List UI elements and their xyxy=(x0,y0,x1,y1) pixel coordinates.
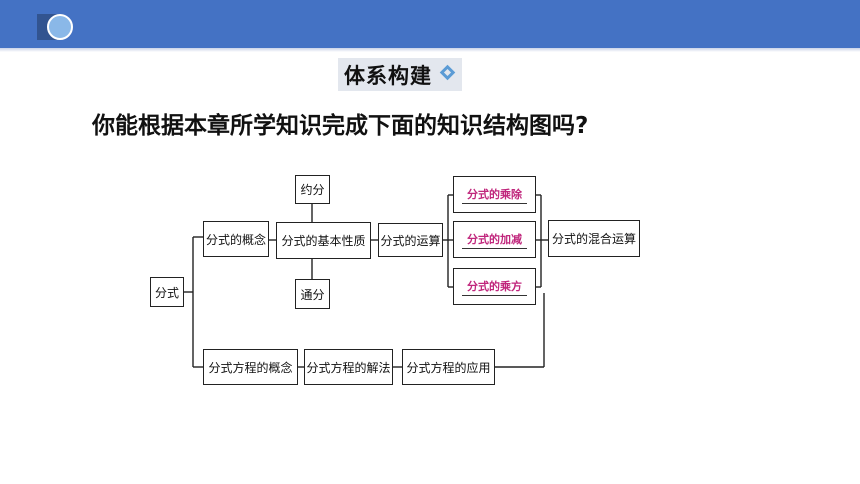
section-title: 体系构建 xyxy=(344,64,432,88)
add-sub-text: 分式的加减 xyxy=(462,231,527,249)
root-box: 分式 xyxy=(150,277,184,307)
common-denominator-box: 通分 xyxy=(295,279,330,309)
mixed-box: 分式的混合运算 xyxy=(548,220,640,257)
concept-box: 分式的概念 xyxy=(203,221,269,257)
top-banner xyxy=(0,0,860,48)
mult-div-box: 分式的乘除 xyxy=(453,176,536,213)
basic-property-box: 分式的基本性质 xyxy=(276,222,371,259)
equation-application-box: 分式方程的应用 xyxy=(402,349,495,385)
section-badge: 体系构建 xyxy=(338,58,462,91)
banner-shadow xyxy=(0,48,860,52)
decor-circle xyxy=(47,14,73,40)
reduce-box: 约分 xyxy=(295,175,330,204)
equation-concept-box: 分式方程的概念 xyxy=(203,349,298,385)
equation-solution-box: 分式方程的解法 xyxy=(304,349,393,385)
mult-div-text: 分式的乘除 xyxy=(462,186,527,204)
power-box: 分式的乘方 xyxy=(453,268,536,305)
power-text: 分式的乘方 xyxy=(462,278,527,296)
add-sub-box: 分式的加减 xyxy=(453,221,536,258)
question-text: 你能根据本章所学知识完成下面的知识结构图吗? xyxy=(92,113,589,139)
operations-box: 分式的运算 xyxy=(378,223,443,257)
